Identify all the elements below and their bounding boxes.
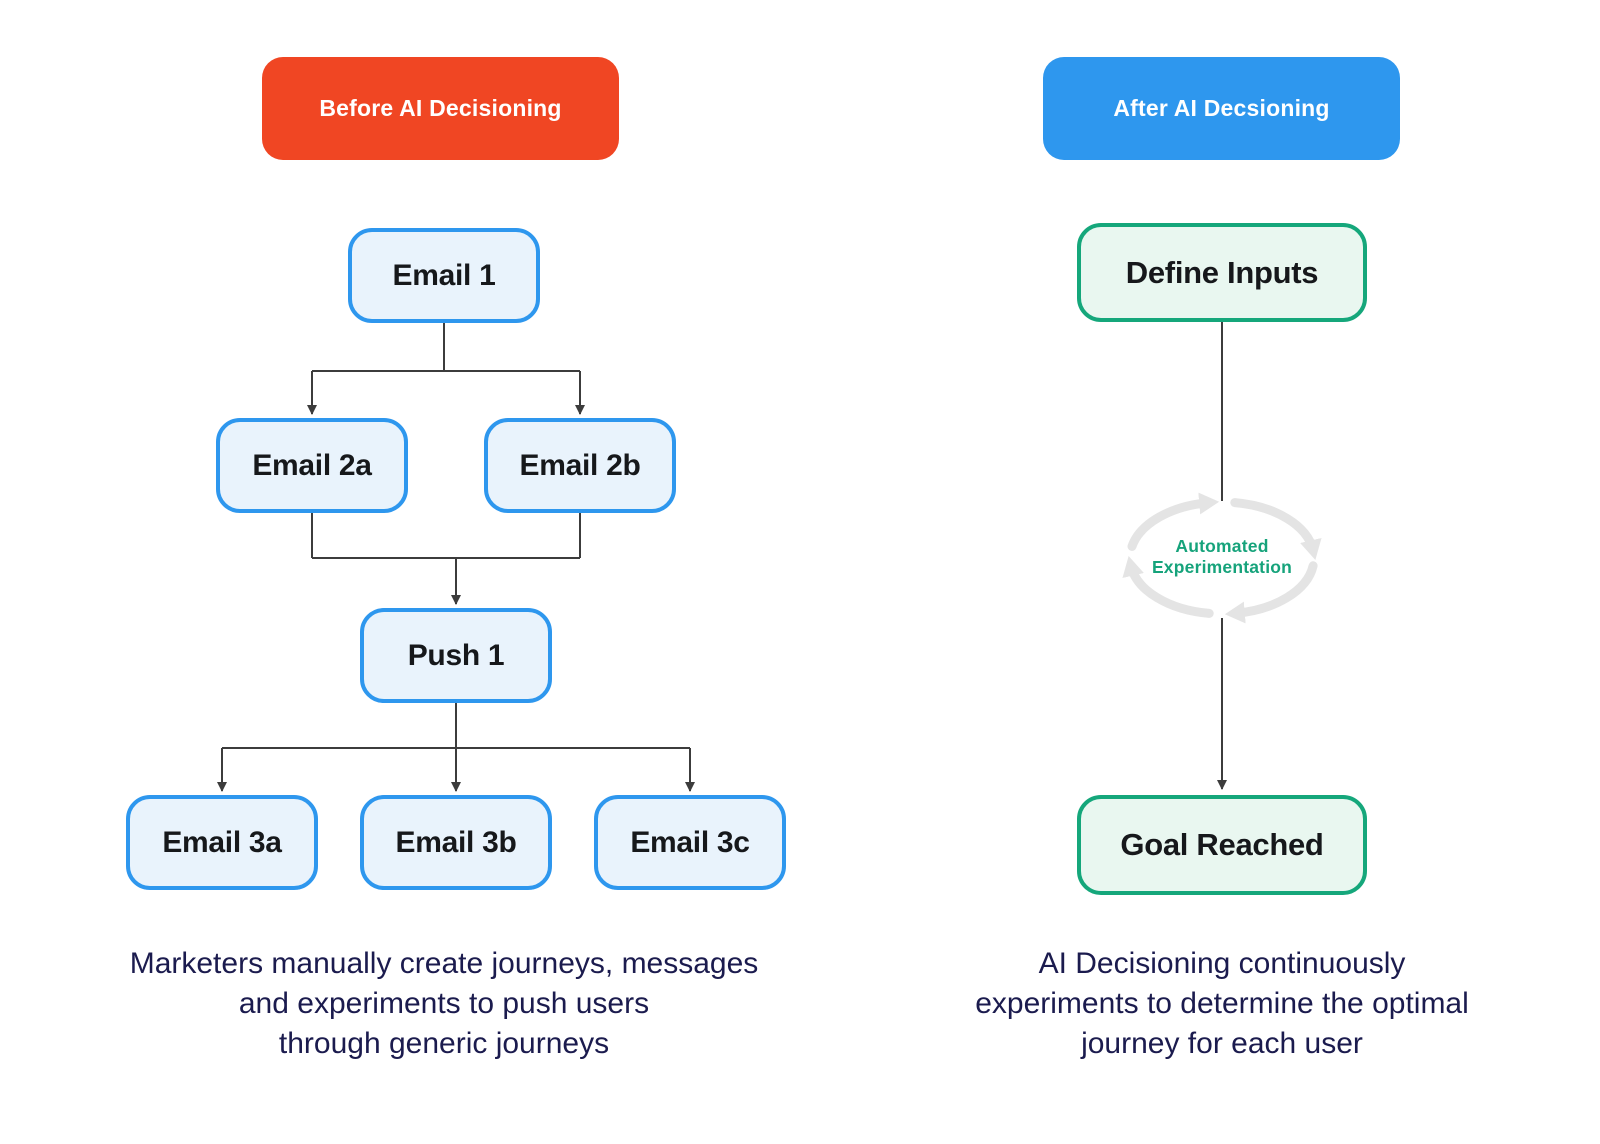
before-header-badge: Before AI Decisioning [262, 57, 619, 160]
node-email-1-label: Email 1 [392, 258, 496, 292]
before-caption: Marketers manually create journeys, mess… [54, 944, 834, 1064]
before-caption-line-2: and experiments to push users [238, 987, 650, 1020]
node-email-2a: Email 2a [216, 418, 408, 513]
automated-experimentation-line-2: Experimentation [1151, 557, 1293, 578]
node-email-2b: Email 2b [484, 418, 676, 513]
node-push-1: Push 1 [360, 608, 552, 703]
node-email-3a-label: Email 3a [162, 825, 282, 859]
after-caption-line-2: experiments to determine the optimal [975, 987, 1469, 1020]
after-caption: AI Decisioning continuously experiments … [832, 944, 1600, 1064]
before-header-label: Before AI Decisioning [319, 95, 562, 121]
node-email-3c: Email 3c [594, 795, 786, 890]
after-caption-line-3: journey for each user [1081, 1027, 1363, 1060]
node-goal-reached: Goal Reached [1077, 795, 1367, 895]
node-email-3b: Email 3b [360, 795, 552, 890]
edges-before-flow [217, 323, 695, 792]
node-email-3b-label: Email 3b [395, 825, 517, 859]
automated-experimentation-line-1: Automated [1175, 536, 1269, 556]
cycle-arrows-icon [1122, 492, 1322, 624]
node-define-inputs: Define Inputs [1077, 223, 1367, 322]
automated-experimentation-label: Automated Experimentation [1112, 536, 1332, 579]
after-header-badge: After AI Decsioning [1043, 57, 1400, 160]
node-email-2b-label: Email 2b [519, 448, 641, 482]
node-define-inputs-label: Define Inputs [1125, 254, 1319, 290]
node-email-3a: Email 3a [126, 795, 318, 890]
node-email-1: Email 1 [348, 228, 540, 323]
node-push-1-label: Push 1 [407, 638, 505, 672]
before-caption-line-1: Marketers manually create journeys, mess… [129, 947, 759, 980]
after-header-label: After AI Decsioning [1113, 95, 1330, 121]
node-goal-reached-label: Goal Reached [1120, 827, 1324, 862]
after-caption-line-1: AI Decisioning continuously [1038, 947, 1406, 980]
node-email-3c-label: Email 3c [630, 825, 750, 859]
node-email-2a-label: Email 2a [252, 448, 372, 482]
before-caption-line-3: through generic journeys [278, 1027, 610, 1060]
